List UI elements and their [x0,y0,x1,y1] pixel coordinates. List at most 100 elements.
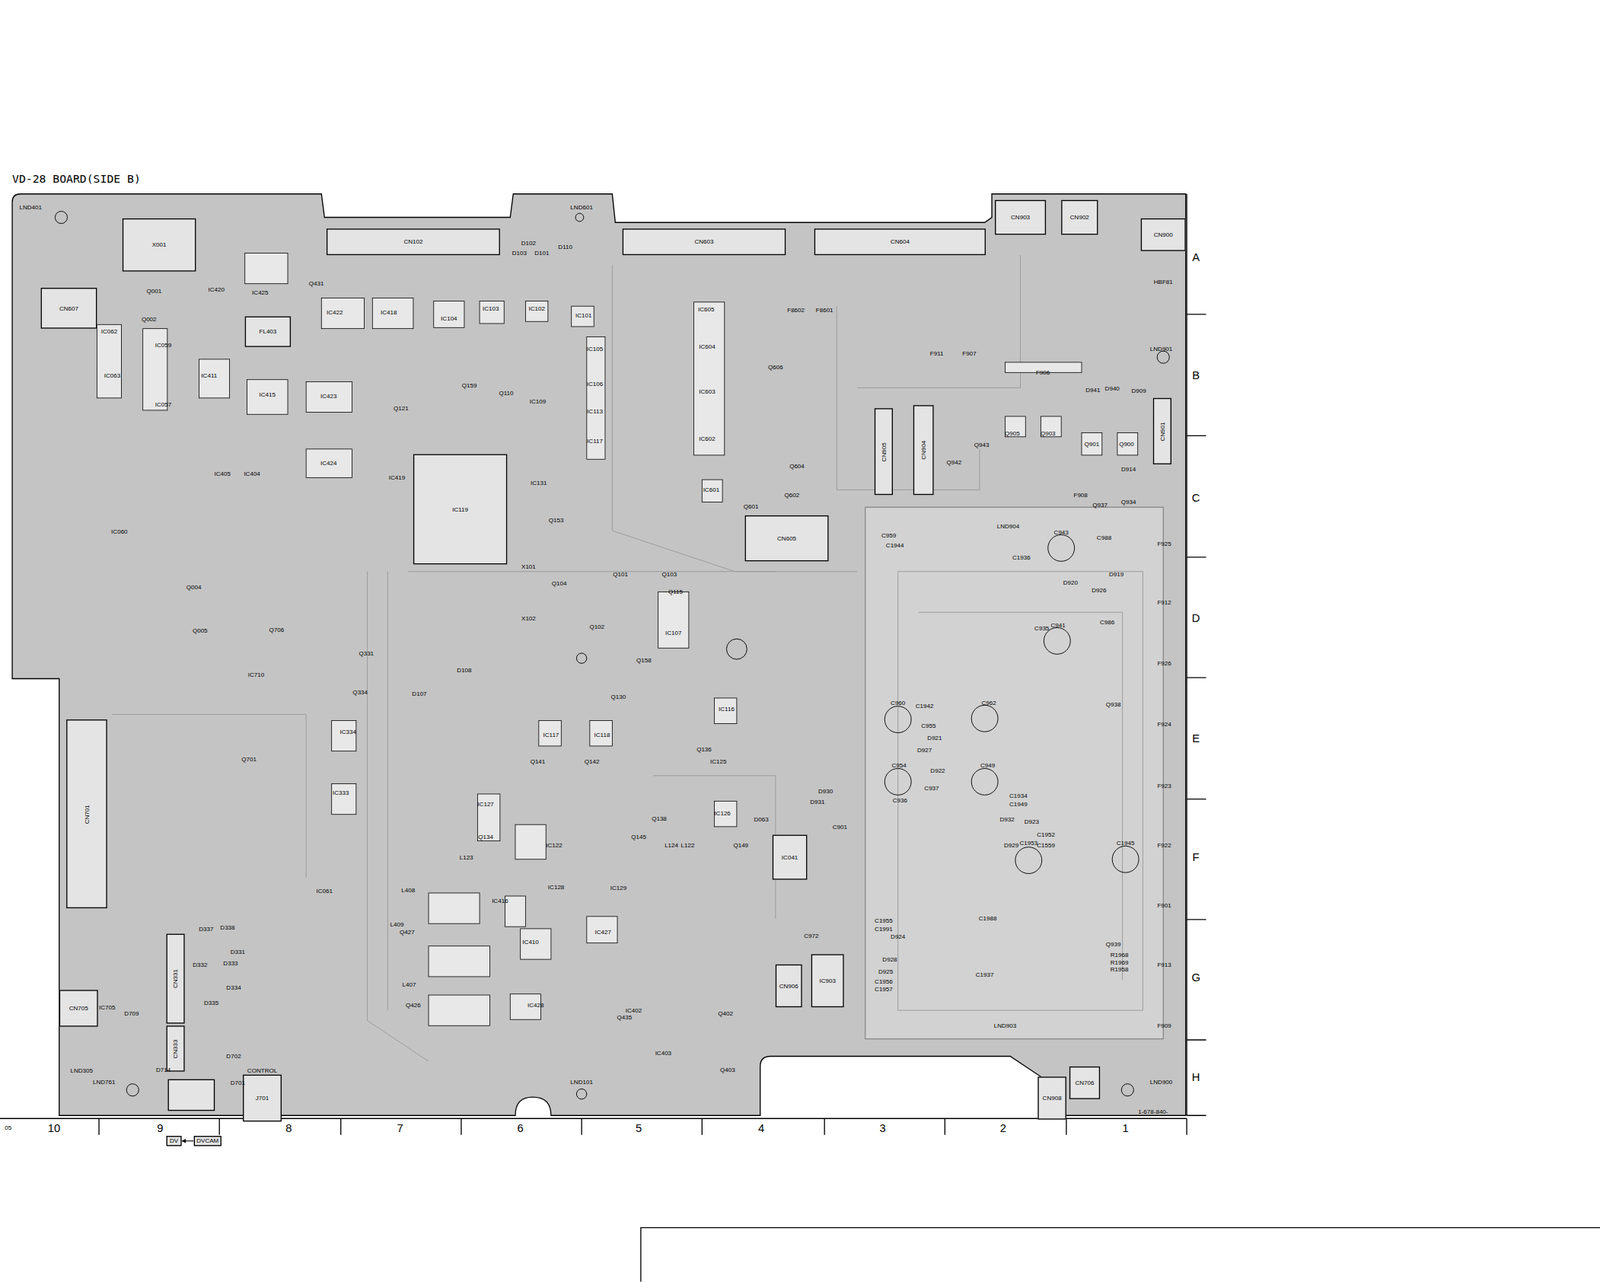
component-ref: CN701 [83,804,90,824]
part-label: C1945 [1116,839,1135,846]
component-outline: CN908 [1037,1076,1067,1119]
part-label: IC334 [339,728,356,735]
part-label: IC104 [440,315,457,322]
part-label: IC129 [610,884,627,891]
part-label: R1969 [1110,959,1129,966]
part-label: LND601 [570,203,593,211]
component-ref: IC041 [781,854,798,861]
part-label: L122 [681,841,695,848]
part-label: D924 [890,933,906,941]
component-outline: CN903 [994,200,1046,236]
component-outline: X001 [122,218,197,272]
part-label: Q427 [399,928,415,935]
part-label: IC601 [703,486,720,493]
part-label: Q937 [1092,502,1108,509]
part-label: IC117 [586,437,603,444]
component-outline: CN701 [66,719,108,909]
part-label: F909 [1156,1022,1171,1029]
grid-reference: 1 [1122,1122,1129,1135]
part-label: Q121 [393,404,409,412]
part-label: D925 [878,968,893,975]
component-ref: J701 [255,1094,269,1101]
part-label: IC410 [522,938,539,945]
part-label: Q334 [352,688,368,695]
part-label: IC118 [593,731,610,738]
part-label: D914 [1121,466,1136,473]
grid-reference: 4 [758,1122,765,1135]
component-outline: CN901 [1153,398,1172,465]
part-label: Q158 [636,656,652,663]
part-label: Q141 [530,758,546,765]
part-label: L123 [459,854,474,861]
grid-reference: F [1192,851,1200,864]
part-label: C988 [1096,534,1112,541]
part-label: IC418 [380,309,397,316]
part-label: D332 [192,961,208,968]
part-label: C1934 [1009,793,1028,800]
part-label: D338 [219,924,235,931]
component-ref: CN706 [1074,1079,1094,1086]
component-ref: CN901 [1159,421,1166,441]
part-label: C954 [891,761,906,769]
part-label: LND903 [994,1022,1017,1029]
grid-reference: A [1192,251,1200,263]
part-label: Q145 [631,833,647,840]
part-label: D926 [1091,586,1106,593]
grid-reference: 2 [1000,1122,1007,1135]
component-ref: CN906 [779,982,799,989]
component-ref: CONTROL [247,1067,278,1074]
component-outline: CN904 [913,404,934,495]
part-label: Q331 [358,650,374,657]
component-ref: CN904 [920,440,927,460]
grid-reference: C [1192,492,1201,504]
grid-reference: D [1192,612,1201,625]
part-label: Q435 [617,1014,633,1021]
part-label: D334 [226,984,241,992]
component-ref: CN333 [172,1039,179,1059]
part-label: IC419 [388,474,405,481]
part-label: IC103 [482,305,499,312]
part-label: Q604 [789,463,805,470]
grid-reference: 8 [285,1122,292,1135]
part-label: C1957 [874,985,893,992]
arrow-connector [181,1138,195,1143]
part-label: Q130 [611,694,627,701]
part-label: D335 [203,1000,219,1007]
part-label: F906 [1035,369,1050,376]
board-title: VD-28 BOARD(SIDE B) [12,173,141,185]
part-label: F922 [1156,841,1171,848]
part-label: Q005 [192,627,208,634]
part-label: IC602 [698,435,715,442]
part-label: IC125 [710,758,727,765]
part-label: L409 [390,921,405,928]
part-label: F8602 [787,307,805,314]
arrow-head [181,1138,186,1143]
part-label: L124 [664,841,679,848]
part-label: LND904 [997,523,1020,530]
part-label: D102 [521,239,536,246]
part-label: D921 [927,734,942,741]
component-ref: CN908 [1042,1094,1062,1101]
part-label: Q103 [662,571,678,578]
part-label: IC063 [104,372,121,379]
part-label: D331 [230,949,246,956]
part-label: IC107 [665,629,682,636]
grid-reference: 10 [47,1122,61,1135]
part-label: F907 [962,350,976,357]
component-ref: CN705 [69,1004,89,1011]
part-label: D923 [1024,818,1040,825]
component-outline: CN900 [1141,218,1186,252]
part-label: Q900 [1118,440,1135,447]
part-label: D929 [1003,841,1019,848]
grid-reference: 7 [396,1122,403,1135]
grid-reference: 5 [635,1122,642,1135]
part-label: C1937 [975,971,995,978]
part-label: Q102 [589,623,605,630]
part-label: F923 [1156,782,1171,789]
part-label: Q001 [146,287,163,294]
component-outline: CN905 [874,407,893,495]
part-label: Q942 [946,458,963,466]
grid-reference: 9 [156,1122,163,1135]
